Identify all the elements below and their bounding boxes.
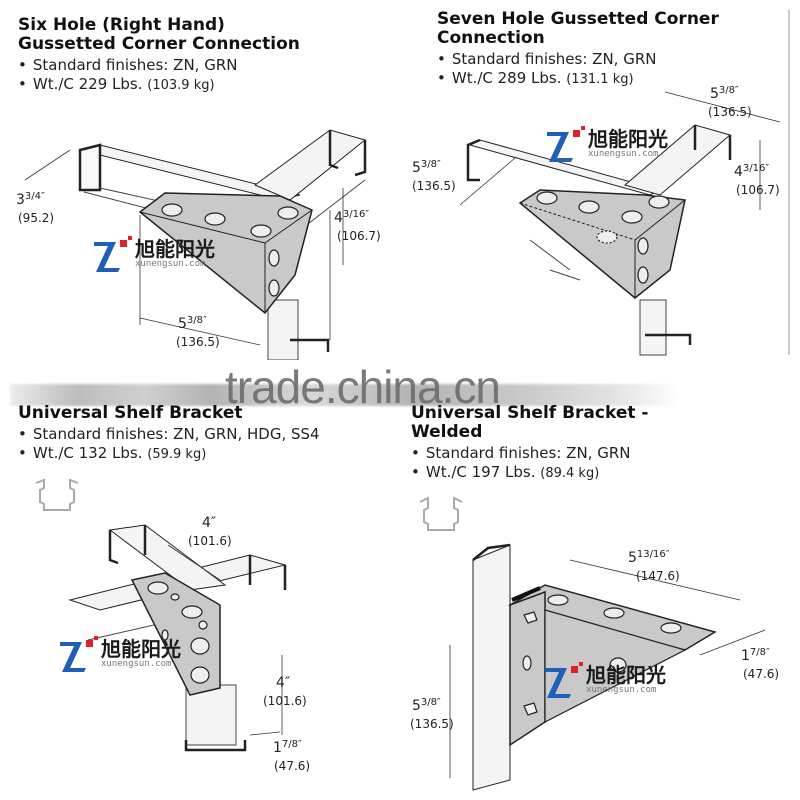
finishes-text: Standard finishes: ZN, GRN <box>32 56 238 74</box>
dim-length: 53/8″ <box>710 85 739 102</box>
logo-watermark: 旭能阳光 xunengsun.com <box>58 636 181 672</box>
dim-length-metric: (136.5) <box>176 335 220 349</box>
logo-watermark: 旭能阳光 xunengsun.com <box>92 236 215 272</box>
weight-spec: Wt./C 132 Lbs. (59.9 kg) <box>18 444 320 464</box>
dim-depth-metric: (47.6) <box>743 667 779 681</box>
xunengsun-logo-icon <box>60 636 98 672</box>
dim-length-metric: (147.6) <box>636 569 680 583</box>
six-hole-diagram: 33/4″ (95.2) 43/16″ (106.7) 53/8″ (136.5… <box>16 129 381 360</box>
logo-url-text: xunengsun.com <box>586 685 657 695</box>
title-line-2: Connection <box>437 28 545 48</box>
dim-height: 4″ <box>276 675 290 691</box>
logo-watermark: 旭能阳光 xunengsun.com <box>545 126 668 162</box>
title-line-2: Welded <box>411 422 483 442</box>
dim-height-metric: (106.7) <box>337 229 381 243</box>
finishes-spec: Standard finishes: ZN, GRN, HDG, SS4 <box>18 425 320 444</box>
bolt-holes <box>522 594 682 716</box>
weight-spec: Wt./C 229 Lbs. (103.9 kg) <box>18 75 300 95</box>
channel-profile-icon <box>419 496 463 531</box>
finishes-spec: Standard finishes: ZN, GRN <box>437 50 719 69</box>
xunengsun-logo-icon <box>94 236 132 272</box>
weight-spec: Wt./C 197 Lbs. (89.4 kg) <box>411 463 648 483</box>
dim-height-metric: (101.6) <box>263 694 307 708</box>
dim-width: 33/4″ <box>16 191 45 208</box>
panel-six-hole: Six Hole (Right Hand) Gussetted Corner C… <box>18 16 300 95</box>
spec-list: Standard finishes: ZN, GRN Wt./C 289 Lbs… <box>437 50 719 89</box>
weight-spec: Wt./C 289 Lbs. (131.1 kg) <box>437 69 719 89</box>
logo-url-text: xunengsun.com <box>101 659 172 669</box>
dim-length: 53/8″ <box>178 315 207 332</box>
finishes-text: Standard finishes: ZN, GRN, HDG, SS4 <box>32 425 320 443</box>
title-line-1: Universal Shelf Bracket <box>18 403 243 423</box>
weight-metric: (131.1 kg) <box>566 72 634 87</box>
panel-title: Universal Shelf Bracket - Welded <box>411 404 648 442</box>
finishes-spec: Standard finishes: ZN, GRN <box>411 444 648 463</box>
logo-url-text: xunengsun.com <box>588 149 659 159</box>
seven-hole-diagram: 53/8″ (136.5) 53/8″ (136.5) 43/16″ (106.… <box>412 10 790 356</box>
finishes-spec: Standard finishes: ZN, GRN <box>18 56 300 75</box>
panel-title: Six Hole (Right Hand) Gussetted Corner C… <box>18 16 300 54</box>
xunengsun-logo-icon <box>547 126 585 162</box>
spec-list: Standard finishes: ZN, GRN Wt./C 197 Lbs… <box>411 444 648 483</box>
finishes-text: Standard finishes: ZN, GRN <box>451 50 657 68</box>
weight-metric: (59.9 kg) <box>147 447 207 462</box>
logo-cn-text: 旭能阳光 <box>135 237 215 261</box>
dim-height: 43/16″ <box>734 163 769 180</box>
panel-universal-shelf-welded: Universal Shelf Bracket - Welded Standar… <box>411 404 648 483</box>
weight-metric: (103.9 kg) <box>147 78 215 93</box>
dim-length: 513/16″ <box>628 549 670 566</box>
logo-cn-text: 旭能阳光 <box>586 663 666 687</box>
dim-height: 53/8″ <box>412 697 441 714</box>
dim-width-metric: (101.6) <box>188 534 232 548</box>
weight-text: Wt./C 197 Lbs. <box>425 463 536 481</box>
watermark-band <box>10 384 680 406</box>
bolt-holes <box>536 191 670 284</box>
title-line-1: Six Hole (Right Hand) <box>18 15 225 35</box>
title-line-2: Gussetted Corner Connection <box>18 34 300 54</box>
weight-text: Wt./C 132 Lbs. <box>32 444 143 462</box>
weight-text: Wt./C 229 Lbs. <box>32 75 143 93</box>
logo-url-text: xunengsun.com <box>135 259 206 269</box>
dim-height-metric: (106.7) <box>736 183 780 197</box>
dim-length-metric: (136.5) <box>708 105 752 119</box>
panel-title: Universal Shelf Bracket <box>18 404 320 423</box>
logo-cn-text: 旭能阳光 <box>101 637 181 661</box>
dim-depth: 17/8″ <box>273 739 302 756</box>
dim-height: 43/16″ <box>334 209 369 226</box>
universal-shelf-welded-diagram: 513/16″ (147.6) 17/8″ (47.6) 53/8″ (136.… <box>410 496 779 791</box>
panel-universal-shelf: Universal Shelf Bracket Standard finishe… <box>18 404 320 464</box>
title-line-1: Seven Hole Gussetted Corner <box>437 9 719 29</box>
spec-list: Standard finishes: ZN, GRN Wt./C 229 Lbs… <box>18 56 300 95</box>
dim-width-metric: (95.2) <box>18 211 54 225</box>
panel-title: Seven Hole Gussetted Corner Connection <box>437 10 719 48</box>
finishes-text: Standard finishes: ZN, GRN <box>425 444 631 462</box>
watermark-site: trade.china.cn <box>225 361 501 413</box>
universal-shelf-diagram: 4″ (101.6) 4″ (101.6) 17/8″ (47.6) <box>35 478 310 773</box>
title-line-1: Universal Shelf Bracket - <box>411 403 649 423</box>
spec-list: Standard finishes: ZN, GRN, HDG, SS4 Wt.… <box>18 425 320 464</box>
weight-text: Wt./C 289 Lbs. <box>451 69 562 87</box>
logo-cn-text: 旭能阳光 <box>588 127 668 151</box>
bolt-holes <box>147 581 210 684</box>
dim-height-metric: (136.5) <box>410 717 454 731</box>
channel-profile-icon <box>35 478 79 511</box>
panel-seven-hole: Seven Hole Gussetted Corner Connection S… <box>437 10 719 89</box>
dim-width-metric: (136.5) <box>412 179 456 193</box>
logo-watermark: 旭能阳光 xunengsun.com <box>543 662 666 698</box>
dim-width: 53/8″ <box>412 159 441 176</box>
xunengsun-logo-icon <box>545 662 583 698</box>
bolt-holes <box>161 203 299 297</box>
weight-metric: (89.4 kg) <box>540 466 600 481</box>
dim-depth-metric: (47.6) <box>274 759 310 773</box>
dim-depth: 17/8″ <box>741 647 770 664</box>
dim-width: 4″ <box>202 515 216 531</box>
